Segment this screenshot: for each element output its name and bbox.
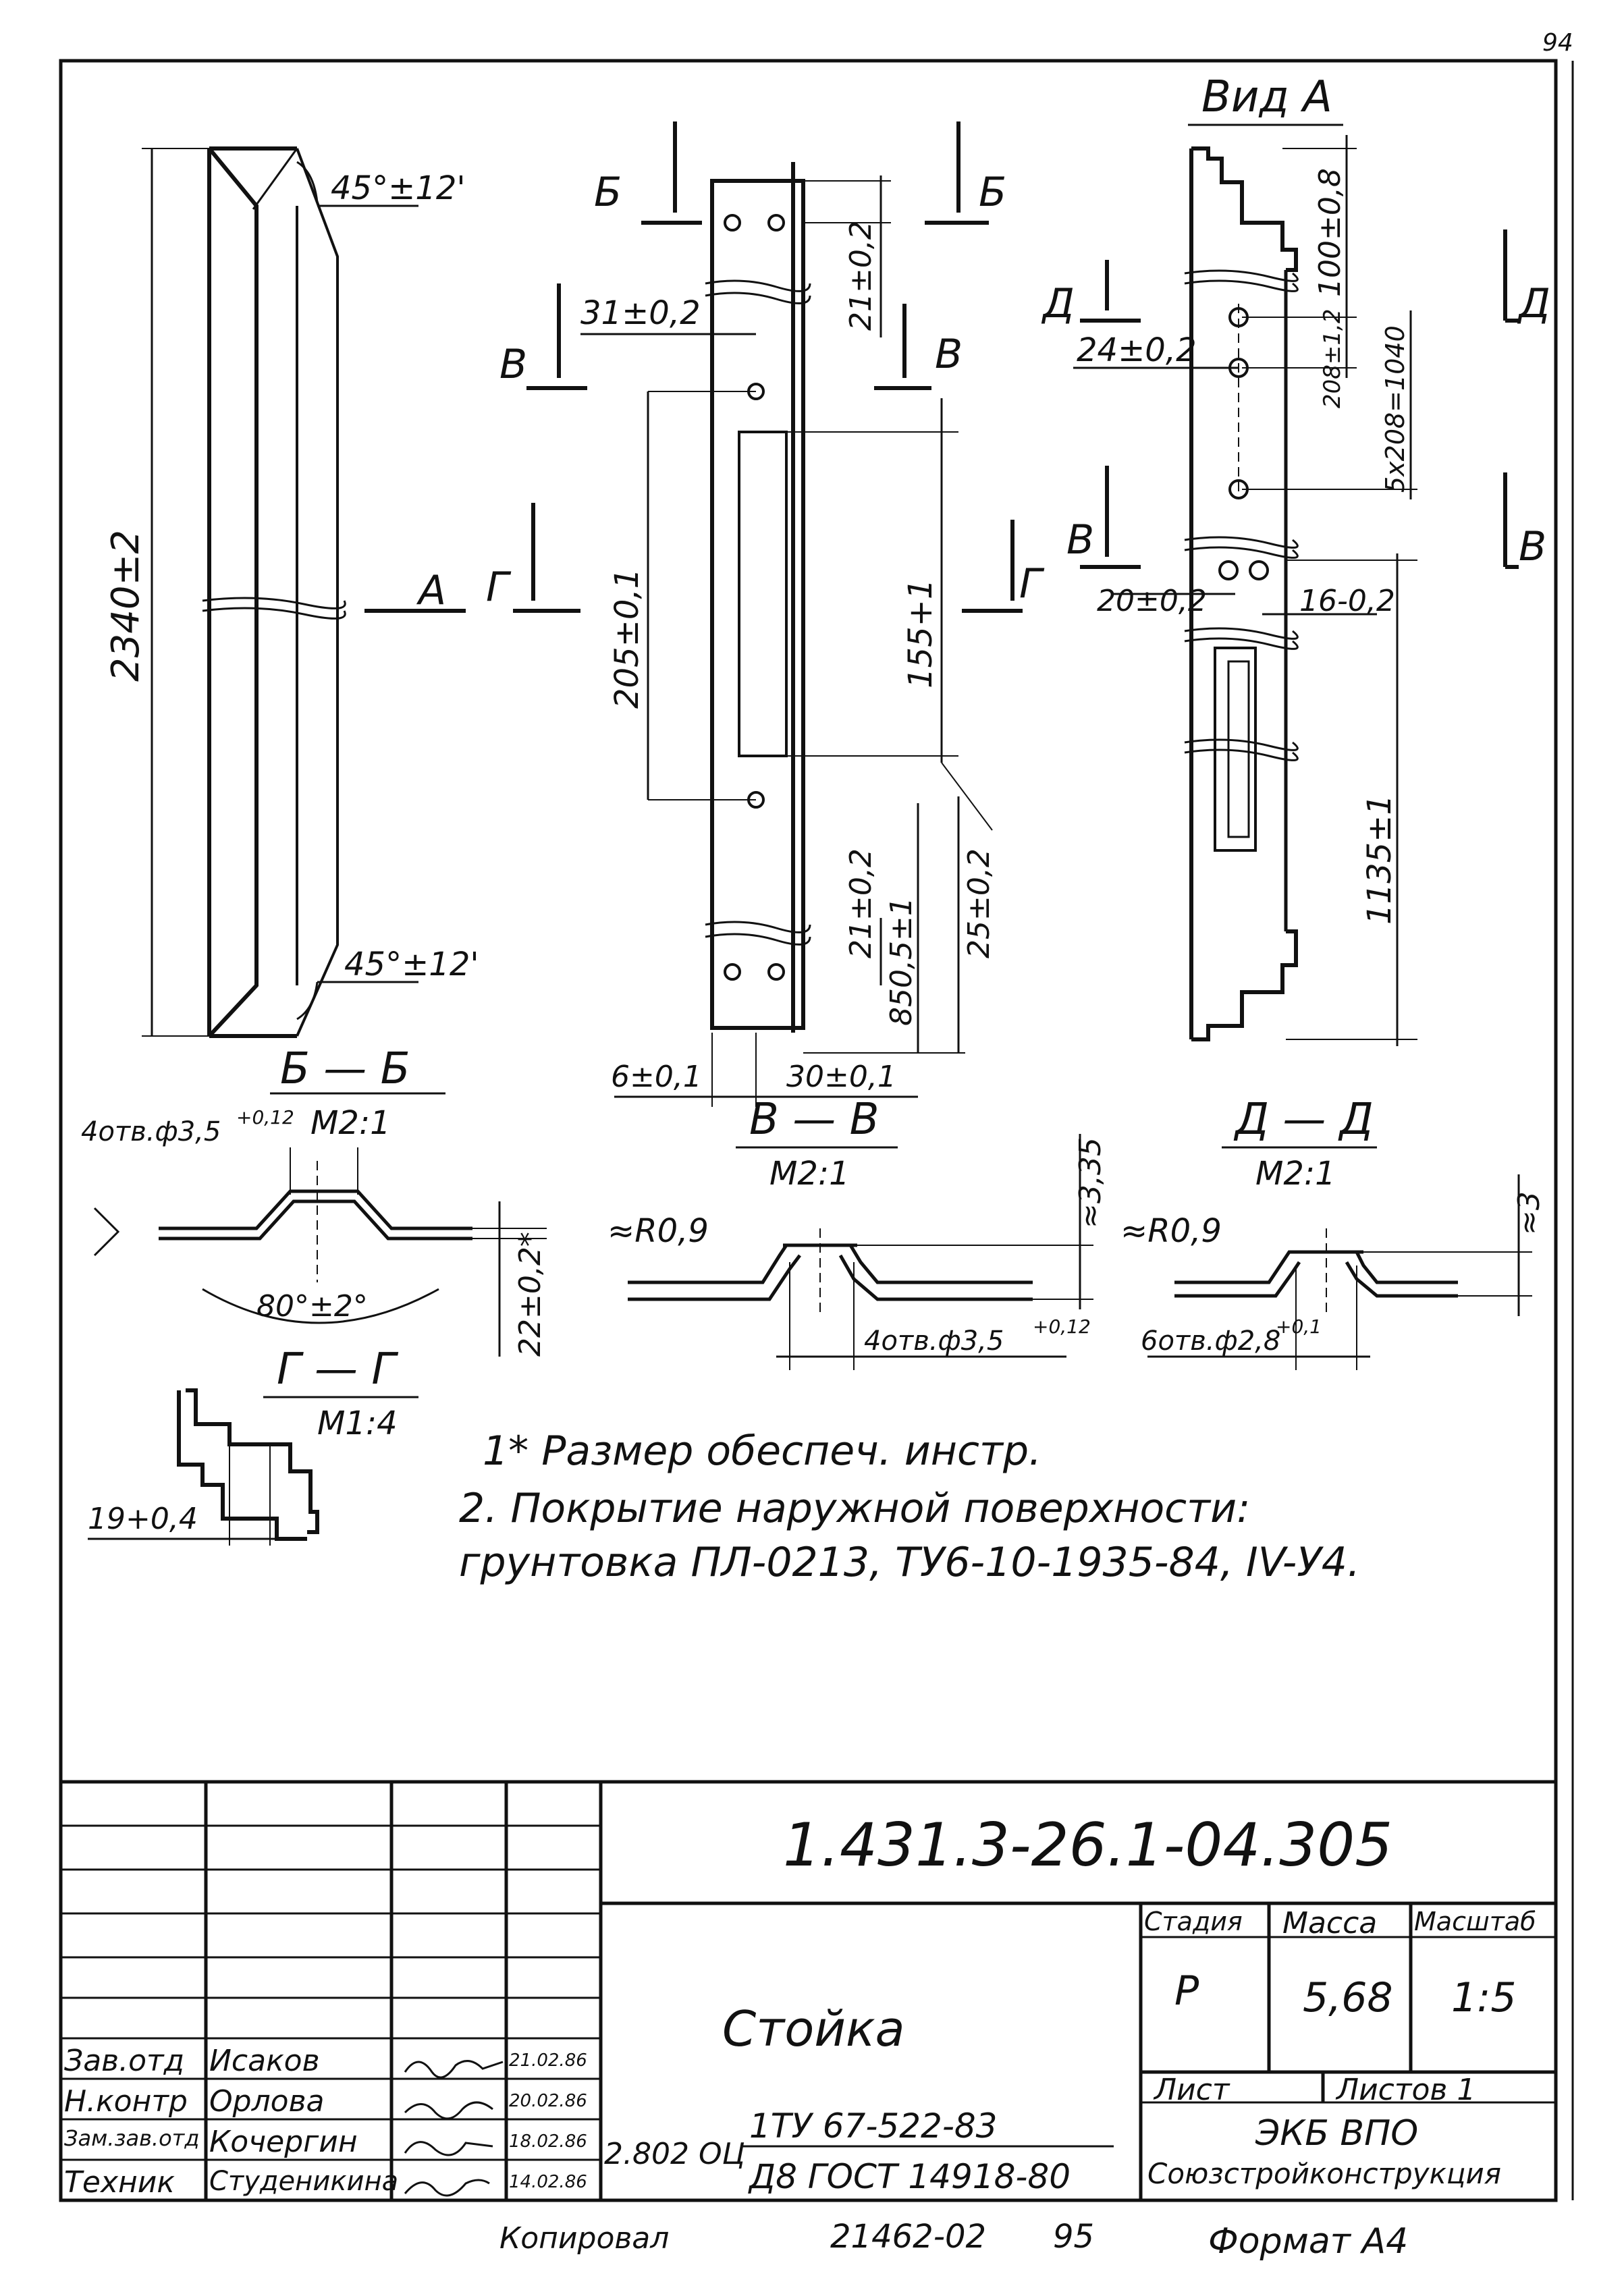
section-vv-holes: 4отв.ф3,5 [864,1326,1004,1357]
section-vv-radius: ≈R0,9 [607,1212,709,1250]
org-line-2: Союзстройконструкция [1147,2157,1502,2190]
cut-label-v-right-a: В [1519,523,1546,570]
dim-31: 31±0,2 [580,294,701,332]
mass-label: Масса [1282,1906,1378,1940]
section-bb-scale: М2:1 [310,1104,391,1142]
dim-850: 850,5±1 [884,897,919,1026]
footer-format: Формат А4 [1208,2221,1409,2262]
staff-date-4: 14.02.86 [509,2172,587,2192]
scale-value: 1:5 [1451,1974,1517,2021]
section-dd-holes: 6отв.ф2,8 [1141,1326,1280,1357]
section-dd-scale: М2:1 [1255,1155,1336,1193]
sheet-label: Лист [1154,2073,1230,2107]
section-bb-profile [93,1147,547,1357]
dim-6: 6±0,1 [611,1060,702,1094]
dim-21-top: 21±0,2 [844,221,878,331]
dim-angle-bottom: 45°±12' [344,946,479,983]
staff-role-3: Зам.зав.отд [64,2125,200,2151]
staff-date-2: 20.02.86 [509,2091,587,2111]
middle-view [513,121,1023,1107]
section-bb-holes-tol: +0,12 [236,1106,294,1128]
dim-16: 16-0,2 [1299,584,1395,618]
dim-25: 25±0,2 [962,848,996,958]
dim-angle-top: 45°±12' [331,169,466,207]
view-a-marker: А [416,567,446,614]
material-code: 2.802 ОЦ [604,2137,745,2171]
staff-name-2: Орлова [209,2084,325,2119]
signatures [404,2060,504,2197]
dim-21-bottom: 21±0,2 [844,848,878,958]
side-view [142,146,466,1038]
note-2: 2. Покрытие наружной поверхности: [459,1485,1251,1532]
org-line-1: ЭКБ ВПО [1255,2113,1419,2154]
dim-1135: 1135±1 [1361,794,1399,925]
dim-20: 20±0,2 [1097,584,1207,618]
sheets-label: Листов 1 [1336,2073,1476,2107]
cut-label-g-right: Г [1019,560,1045,607]
view-a-title: Вид А [1201,72,1332,122]
section-vv-height: ≈3,35 [1073,1137,1108,1228]
staff-role-2: Н.контр [64,2084,188,2119]
section-bb-dim: 22±0,2* [513,1232,547,1357]
staff-date-1: 21.02.86 [509,2050,587,2071]
section-dd-radius: ≈R0,9 [1120,1212,1222,1250]
part-name: Стойка [722,2001,905,2057]
staff-role-1: Зав.отд [64,2044,185,2078]
material-bottom: Д8 ГОСТ 14918-80 [749,2157,1071,2196]
sheet-frame [59,59,1574,2202]
note-1: 1* Размер обеспеч. инстр. [483,1427,1042,1475]
staff-date-3: 18.02.86 [509,2131,587,2152]
section-gg-dim: 19+0,4 [88,1502,198,1536]
stage-value: Р [1174,1967,1199,2015]
staff-name-3: Кочергин [209,2125,358,2159]
dim-24: 24±0,2 [1077,331,1197,369]
cut-label-v-left-a: В [1066,516,1094,564]
dim-100: 100±0,8 [1313,168,1347,297]
footer-number: 21462-02 [830,2218,987,2256]
cut-label-b-right: Б [979,169,1006,216]
section-gg-scale: М1:4 [317,1405,398,1442]
section-vv-scale: М2:1 [769,1155,850,1193]
note-2-cont: грунтовка ПЛ-0213, ТУ6-10-1935-84, IV-У4… [459,1539,1361,1586]
footer-page: 95 [1053,2218,1095,2256]
cut-label-g-left: Г [486,564,512,611]
section-vv-holes-tol: +0,12 [1033,1315,1091,1338]
section-bb-holes: 4отв.ф3,5 [81,1116,221,1147]
sheet-number: 94 [1542,29,1573,57]
view-a [1073,124,1519,1046]
section-dd-holes-tol: +0,1 [1276,1315,1322,1338]
cut-label-v-right: В [935,331,963,378]
dim-205: 205±0,1 [608,568,646,709]
cut-label-b-left: Б [594,169,622,216]
section-dd-height: ≈3 [1512,1191,1546,1235]
footer-copied: Копировал [499,2221,670,2256]
section-dd-profile [1147,1174,1532,1370]
cut-label-d-left: Д [1041,280,1075,327]
section-vv-title: В — В [749,1095,879,1145]
mass-value: 5,68 [1303,1974,1393,2021]
section-gg-title: Г — Г [277,1344,398,1394]
staff-role-4: Техник [64,2165,175,2200]
section-bb-angle: 80°±2° [256,1289,368,1324]
section-dd-title: Д — Д [1233,1095,1374,1145]
section-bb-title: Б — Б [280,1044,410,1094]
doc-code: 1.431.3-26.1-04.305 [783,1810,1393,1880]
material-top: 1ТУ 67-522-83 [749,2106,998,2146]
stage-label: Стадия [1144,1907,1243,1936]
dim-155: 155+1 [902,579,940,688]
cut-label-v-left: В [499,341,527,388]
dim-30: 30±0,1 [786,1060,896,1094]
scale-label: Масштаб [1414,1907,1536,1936]
staff-name-4: Студеникина [209,2166,399,2197]
staff-name-1: Исаков [209,2044,320,2078]
section-vv-profile [628,1134,1093,1370]
dim-208: 208±1,2 [1319,309,1346,408]
section-gg-profile [88,1388,319,1546]
dim-5x208: 5х208=1040 [1380,325,1410,493]
cut-label-d-right: Д [1517,280,1550,327]
title-block-grid [61,1780,1556,2200]
dim-overall-length: 2340±2 [104,530,148,682]
